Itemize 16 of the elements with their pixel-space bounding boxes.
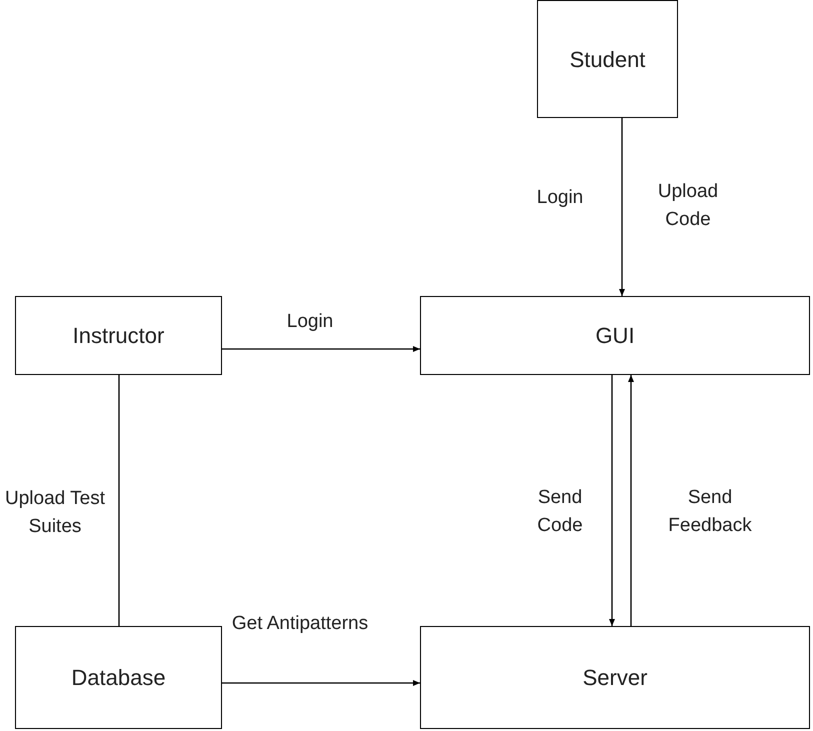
arrow bbox=[628, 375, 634, 626]
arrow bbox=[619, 118, 625, 296]
box-label: Instructor bbox=[72, 322, 164, 350]
connector-line bbox=[118, 375, 120, 626]
process-box bbox=[15, 296, 222, 375]
process-box bbox=[15, 626, 222, 729]
process-box bbox=[420, 296, 810, 375]
process-box bbox=[420, 626, 810, 729]
box-label: Database bbox=[71, 664, 166, 692]
arrow bbox=[222, 680, 420, 686]
process-box bbox=[537, 0, 678, 118]
box-label: Student bbox=[570, 46, 646, 74]
box-label: GUI bbox=[595, 322, 635, 350]
box-label: Server bbox=[582, 664, 648, 692]
arrow bbox=[222, 346, 420, 352]
arrow bbox=[609, 375, 615, 626]
